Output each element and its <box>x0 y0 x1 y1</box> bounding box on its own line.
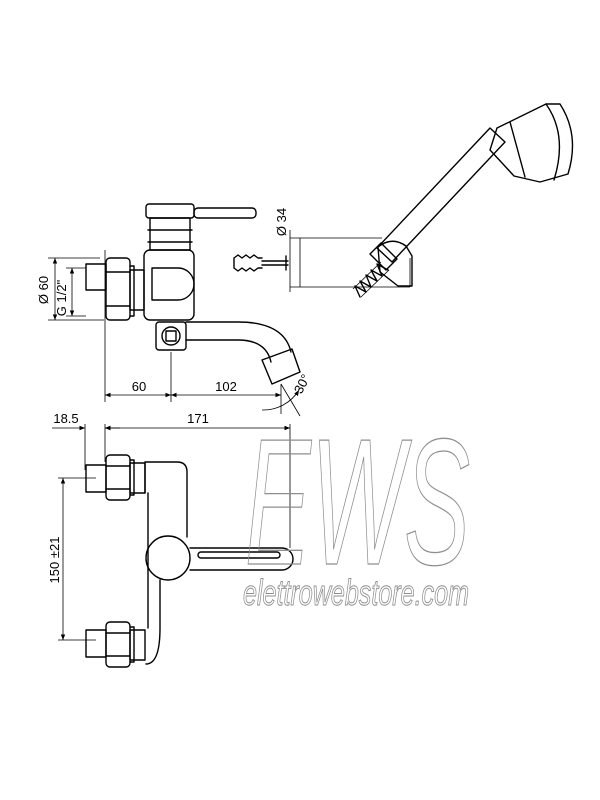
spout-outer-edge <box>185 321 292 353</box>
mixer-collar-lines <box>147 229 193 243</box>
hand-shower-assembly: Ø 34 <box>233 103 574 298</box>
dimension-60-label: 60 <box>132 379 146 394</box>
wall-anchor-plug <box>233 254 263 272</box>
angle-arc <box>261 389 300 411</box>
diverter-knob <box>161 326 181 346</box>
inlet-pipe <box>85 263 107 291</box>
handle-cap <box>145 203 195 219</box>
inlet-nut <box>105 257 131 321</box>
upper-inlet-nut-lines <box>105 459 135 496</box>
top-extension-lines <box>84 424 291 548</box>
handle-lever <box>193 207 257 219</box>
dimension-102-label: 102 <box>215 379 237 394</box>
dimension-18-5-label: 18.5 <box>53 411 78 426</box>
cartridge-cap <box>145 535 191 581</box>
side-view: Ø 60 G 1/2" 60 102 30° <box>36 203 313 417</box>
diverter-body <box>155 321 187 351</box>
angle-label: 30° <box>291 372 313 396</box>
shower-handle <box>376 127 506 263</box>
spout-inner-edge <box>185 339 272 363</box>
spout-nozzle <box>261 348 301 385</box>
lower-inlet-pipe <box>85 629 107 658</box>
shower-hose-outline <box>352 261 390 298</box>
watermark: EWS elettrowebstore.com <box>243 401 471 613</box>
thread-extension-lines <box>66 267 86 317</box>
top-view: 18.5 171 150 ±21 <box>47 411 294 668</box>
diameter-60-label: Ø 60 <box>36 276 51 304</box>
shower-handle-collar <box>369 242 398 271</box>
diverter-button <box>165 330 177 342</box>
dimension-171-label: 171 <box>187 411 209 426</box>
mixer-body-column <box>149 217 191 251</box>
shower-head <box>489 103 574 183</box>
upper-inlet-nut <box>105 454 131 501</box>
shower-head-face <box>545 103 561 181</box>
wall-plate-outline <box>289 230 411 292</box>
wall-anchor-screw <box>261 255 289 271</box>
inlet-connector <box>129 269 145 311</box>
watermark-site: elettrowebstore.com <box>243 572 469 613</box>
thread-label: G 1/2" <box>54 279 69 316</box>
upper-inlet-connector <box>129 462 146 494</box>
dimension-150-label: 150 ±21 <box>47 537 62 584</box>
shower-bracket <box>377 240 413 287</box>
lower-inlet-connector <box>129 629 146 661</box>
handle-lever-slot <box>197 551 281 559</box>
handle-lever-plan <box>189 547 294 571</box>
shower-hose-spring <box>354 263 389 298</box>
diameter-34-label: Ø 34 <box>274 208 289 236</box>
lower-inlet-nut <box>105 621 131 668</box>
upper-inlet-pipe <box>85 464 107 493</box>
shower-head-ring <box>509 121 526 178</box>
mixer-cartridge-knob <box>151 267 195 301</box>
lower-inlet-nut-lines <box>105 626 135 663</box>
centers-extension-lines <box>58 477 96 641</box>
mixer-body-plan <box>144 461 188 665</box>
watermark-logo: EWS <box>245 402 470 603</box>
inlet-nut-hex-lines <box>105 265 135 317</box>
